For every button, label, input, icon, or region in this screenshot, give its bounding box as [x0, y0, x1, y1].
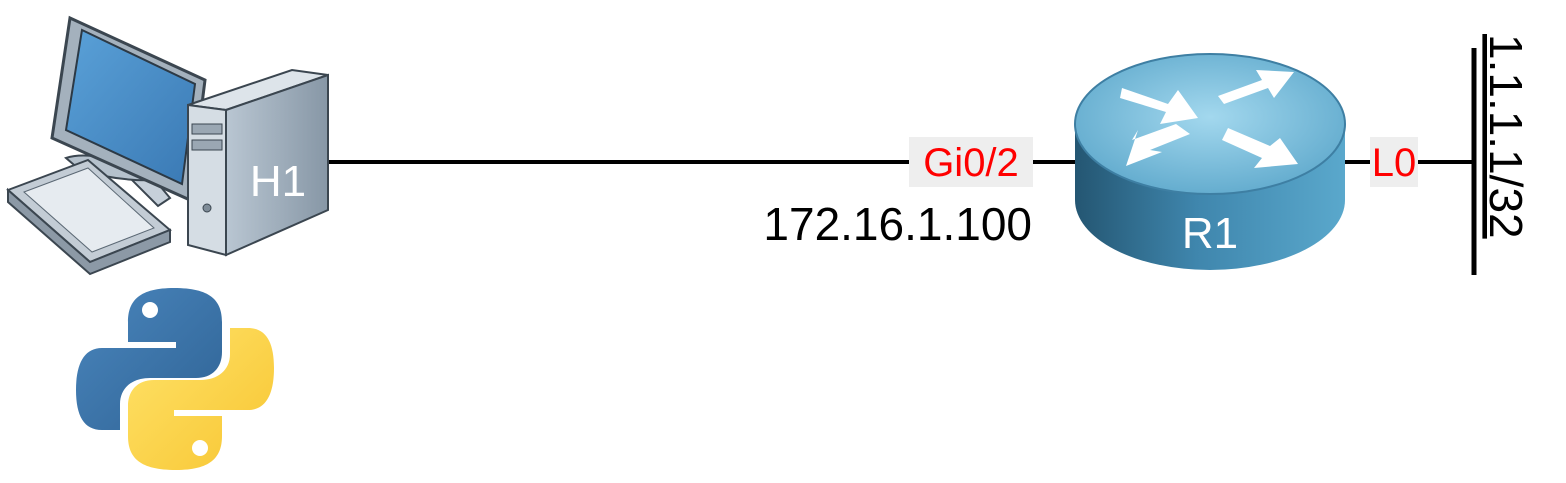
- interface-label-l0: L0: [1370, 137, 1418, 187]
- network-label: 1.1.1.1/32: [1480, 34, 1532, 239]
- interface-label-gi0-2: Gi0/2: [909, 137, 1033, 187]
- router-label-r1: R1: [1182, 209, 1238, 258]
- router-icon: R1: [1074, 53, 1346, 270]
- interface-label-text: Gi0/2: [923, 141, 1019, 185]
- desktop-computer-icon: H1: [6, 15, 329, 276]
- interface-label-text: L0: [1372, 141, 1417, 185]
- python-logo-icon: [76, 288, 274, 470]
- ip-address-label: 172.16.1.100: [763, 198, 1032, 250]
- host-label-h1: H1: [250, 157, 306, 206]
